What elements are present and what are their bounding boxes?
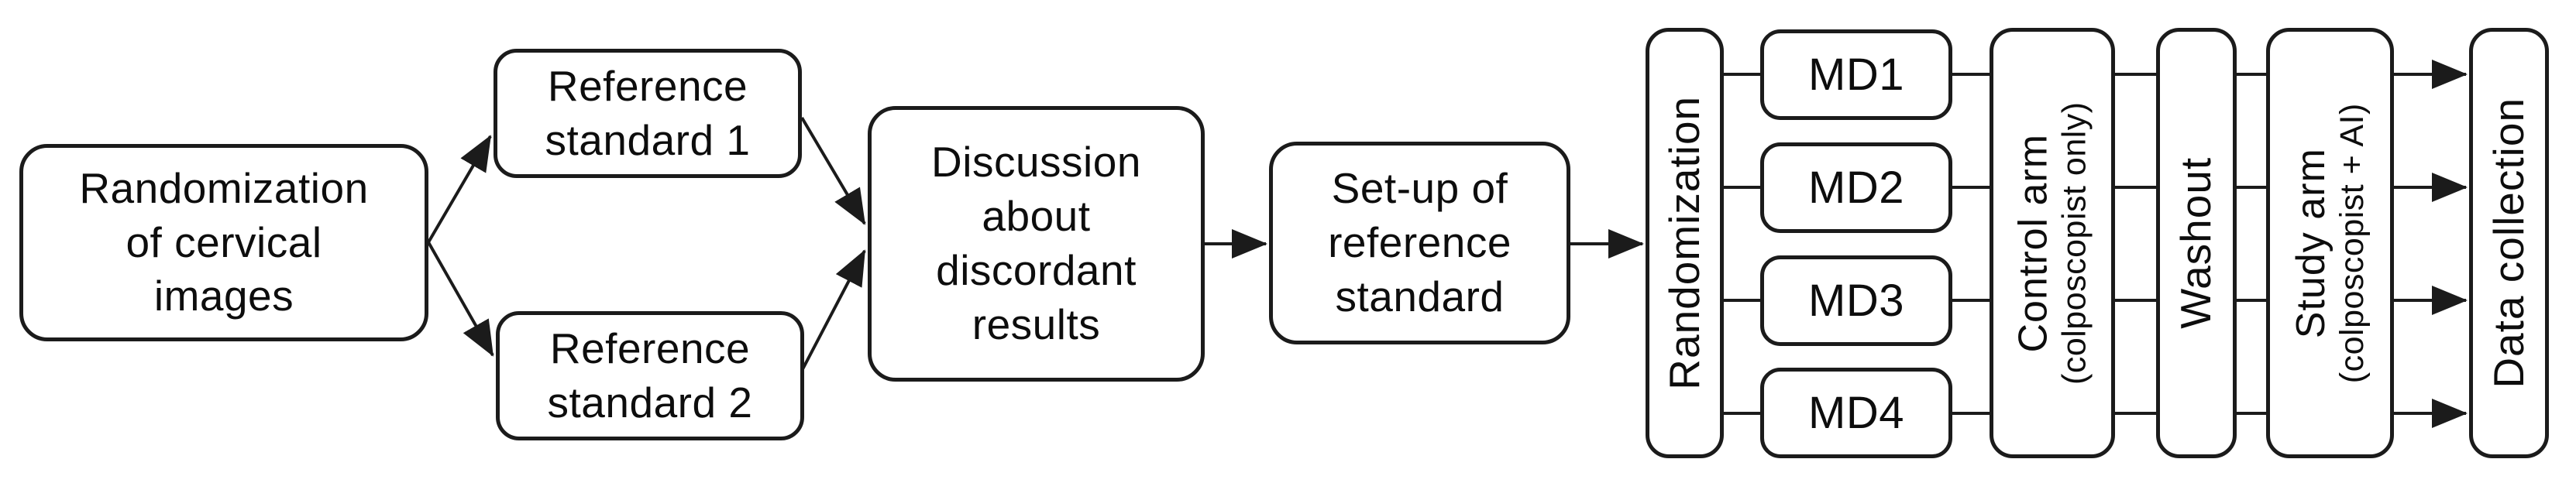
node-label-line: about	[982, 192, 1091, 241]
node-label-line: images	[153, 272, 294, 320]
node-md3: MD3	[1760, 255, 1952, 346]
connector-arrow	[800, 116, 866, 225]
node-washout: Washout	[2156, 28, 2237, 458]
node-study-arm: Study arm (colposcopist + AI)	[2266, 28, 2394, 458]
node-md1: MD1	[1760, 29, 1952, 120]
node-sublabel: (colposcopist only)	[2056, 101, 2094, 385]
node-reference-standard-1: Reference standard 1	[494, 49, 802, 178]
node-randomization-of-cervical-images: Randomization of cervical images	[19, 144, 428, 341]
node-label: Washout	[2172, 156, 2220, 330]
node-label: MD2	[1808, 162, 1904, 213]
node-label-line: Randomization	[79, 163, 369, 212]
node-label: Study arm	[2289, 148, 2334, 338]
node-label-line: discordant	[936, 246, 1137, 294]
node-label: MD3	[1808, 275, 1904, 326]
connector-arrow	[801, 249, 866, 370]
node-label-line: results	[972, 300, 1101, 348]
node-label-line: Reference	[549, 324, 751, 372]
node-label: Control arm	[2010, 133, 2056, 353]
node-label-line: Set-up of	[1331, 164, 1508, 213]
node-label-line: Reference	[547, 61, 748, 110]
node-label-line: standard 2	[547, 378, 753, 426]
node-reference-standard-2: Reference standard 2	[496, 311, 804, 440]
connector-arrow	[427, 135, 492, 244]
node-md4: MD4	[1760, 368, 1952, 458]
node-label-line: Discussion	[931, 138, 1141, 187]
node-discussion-discordant-results: Discussion about discordant results	[868, 106, 1205, 382]
node-md2: MD2	[1760, 142, 1952, 233]
node-control-arm: Control arm (colposcopist only)	[1990, 28, 2115, 458]
node-label-line: reference	[1328, 218, 1512, 267]
node-label: Data collection	[2484, 98, 2533, 389]
node-label: Randomization	[1659, 96, 1708, 390]
node-label-line: of cervical	[126, 218, 322, 266]
node-sublabel: (colposcopist + AI)	[2334, 102, 2371, 384]
node-label: MD4	[1808, 387, 1904, 438]
node-setup-reference-standard: Set-up of reference standard	[1269, 142, 1570, 344]
node-label: MD1	[1808, 49, 1904, 100]
node-data-collection: Data collection	[2469, 28, 2549, 458]
node-randomization: Randomization	[1646, 28, 1724, 458]
node-label-line: standard 1	[545, 115, 751, 164]
node-label-line: standard	[1335, 272, 1505, 320]
connector-arrow	[427, 242, 494, 357]
